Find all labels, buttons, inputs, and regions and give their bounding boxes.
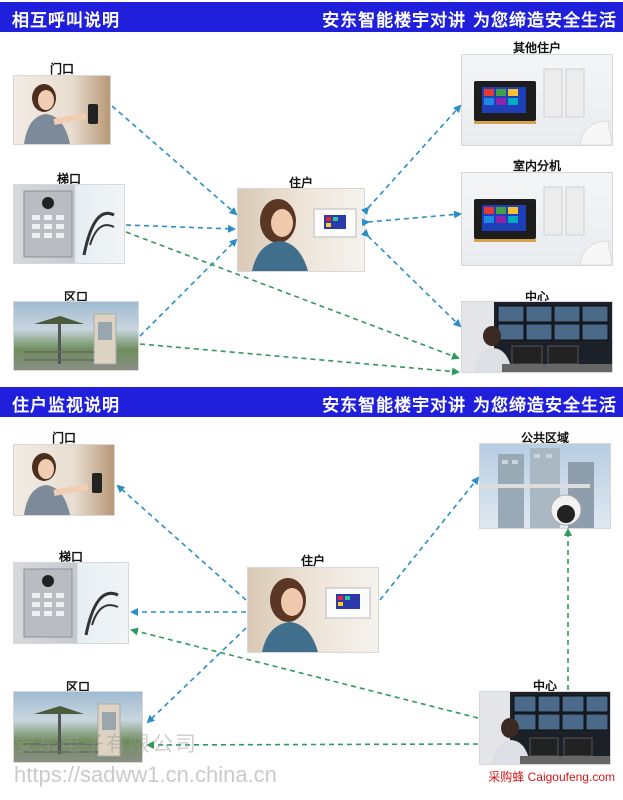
gate-booth-icon <box>24 313 117 365</box>
intercom-panel-icon <box>23 568 119 638</box>
watermark-brand: 采购蜂 Caigoufeng.com <box>488 770 615 784</box>
woman-with-monitor-icon <box>262 578 371 652</box>
control-room-icon <box>480 692 610 764</box>
s1-label-stair: 梯口 <box>56 172 81 186</box>
arrow-s1-resident-to-center <box>360 228 462 328</box>
s2-label-center: 中心 <box>532 679 557 693</box>
arrow-s2-resident-to-public <box>379 476 480 601</box>
section1-title: 相互呼叫说明 <box>12 11 120 31</box>
s2-label-public-area: 公共区域 <box>520 431 569 445</box>
section2-title: 住户监视说明 <box>12 396 120 416</box>
s1-label-resident: 住户 <box>288 176 313 190</box>
s1-label-other-resident: 其他住户 <box>512 41 561 55</box>
indoor-monitor-icon <box>474 68 612 145</box>
s2-label-door: 门口 <box>51 431 76 445</box>
section2-banner: 住户监视说明 安东智能楼宇对讲 为您缔造安全生活 <box>0 387 623 417</box>
s1-label-area: 区口 <box>63 290 88 304</box>
s1-label-indoor-unit: 室内分机 <box>512 159 561 173</box>
s2-door-photo <box>14 445 114 515</box>
s1-other-resident-photo <box>462 55 612 145</box>
s1-stair-photo <box>14 185 124 263</box>
arrow-s1-area-to-center <box>139 343 460 376</box>
arrow-s1-area-to-resident <box>139 238 238 337</box>
s2-resident-photo <box>248 568 378 652</box>
s2-center-photo <box>480 692 610 764</box>
woman-with-monitor-icon <box>252 199 357 271</box>
arrow-s1-stair-to-resident <box>125 224 236 233</box>
woman-at-door-icon <box>24 84 98 144</box>
arrow-s2-resident-to-area <box>146 627 247 724</box>
control-room-icon <box>462 302 612 372</box>
intercom-panel-icon <box>23 190 115 258</box>
arrow-s1-resident-to-indoor <box>361 210 462 227</box>
section1-banner: 相互呼叫说明 安东智能楼宇对讲 为您缔造安全生活 <box>0 2 623 32</box>
dome-camera-icon <box>480 448 594 528</box>
s1-indoor-unit-photo <box>462 173 612 265</box>
s2-label-stair: 梯口 <box>58 550 83 564</box>
section1-slogan: 安东智能楼宇对讲 为您缔造安全生活 <box>322 11 617 31</box>
section2-slogan: 安东智能楼宇对讲 为您缔造安全生活 <box>322 396 617 416</box>
s1-resident-photo <box>238 189 364 271</box>
indoor-monitor-icon <box>474 186 612 265</box>
s2-label-area: 区口 <box>65 680 90 694</box>
s1-label-center: 中心 <box>524 290 549 304</box>
s2-stair-photo <box>14 563 128 643</box>
gate-booth-icon <box>24 703 121 757</box>
arrow-s1-resident-to-other <box>361 104 462 216</box>
arrow-s1-door-to-resident <box>111 105 238 216</box>
s2-public-area-photo <box>480 444 610 528</box>
watermark-url: https://sadww1.cn.china.cn <box>14 762 277 787</box>
s2-label-resident: 住户 <box>300 554 325 568</box>
s2-area-photo <box>14 692 142 762</box>
s1-area-photo <box>14 302 138 370</box>
s1-center-photo <box>462 302 612 372</box>
woman-at-door-icon <box>24 453 102 515</box>
s1-door-photo <box>14 76 110 144</box>
s1-label-door: 门口 <box>49 62 74 76</box>
arrow-s2-resident-to-door <box>116 484 247 601</box>
watermark-company: 安东电子有限公司 <box>14 733 198 756</box>
